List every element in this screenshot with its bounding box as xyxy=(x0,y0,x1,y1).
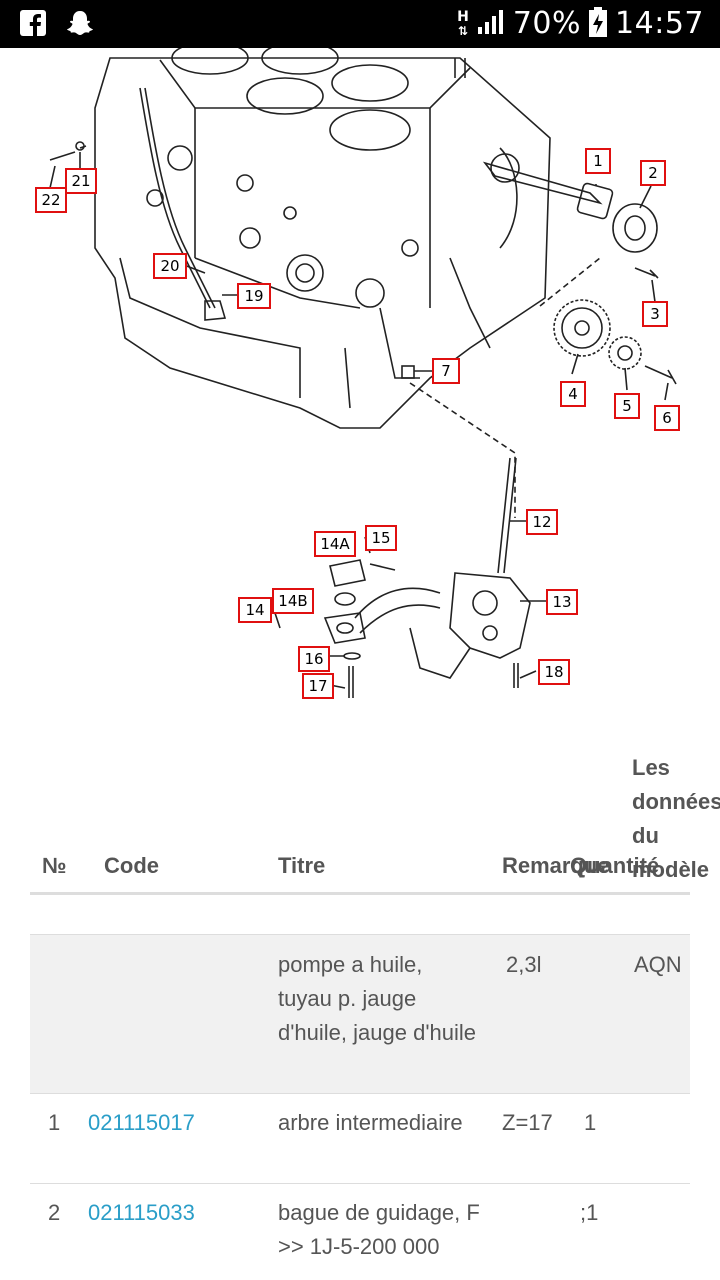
row-1-number: 1 xyxy=(48,1110,61,1135)
signal-icon xyxy=(477,9,505,39)
header-remark: Remarque xyxy=(502,853,610,878)
row-1-code-link[interactable]: 021115017 xyxy=(88,1110,195,1135)
header-divider xyxy=(30,892,690,895)
callout-3[interactable]: 3 xyxy=(642,301,668,327)
callout-16[interactable]: 16 xyxy=(298,646,330,672)
callout-14b[interactable]: 14B xyxy=(272,588,314,614)
parts-table: № Code Titre Remarque Quantité Les donné… xyxy=(0,718,720,1280)
callout-6[interactable]: 6 xyxy=(654,405,680,431)
parts-diagram[interactable]: 1 2 3 4 5 6 7 12 13 14 14A 14B 15 16 17 … xyxy=(0,48,720,718)
header-number: № xyxy=(42,853,67,878)
header-code: Code xyxy=(104,853,159,878)
battery-charging-icon xyxy=(589,6,608,41)
callout-14a[interactable]: 14A xyxy=(314,531,356,557)
row-1-quantity: 1 xyxy=(584,1110,597,1135)
battery-percent: 70% xyxy=(512,6,582,41)
row-divider xyxy=(30,1093,690,1094)
row-1-title: arbre intermediaire xyxy=(278,1110,463,1135)
row-1-remark: Z=17 xyxy=(502,1110,553,1135)
callout-12[interactable]: 12 xyxy=(526,509,558,535)
callout-7[interactable]: 7 xyxy=(432,358,460,384)
group-row-remark: 2,3l xyxy=(506,952,542,977)
status-bar: H⇅ 70% 14:57 xyxy=(0,0,720,48)
callout-19[interactable]: 19 xyxy=(237,283,271,309)
clock: 14:57 xyxy=(615,6,704,41)
network-type-label: H xyxy=(457,8,469,25)
empty-row-divider xyxy=(30,934,690,935)
callout-22[interactable]: 22 xyxy=(35,187,67,213)
callout-4[interactable]: 4 xyxy=(560,381,586,407)
row-2-code-link[interactable]: 021115033 xyxy=(88,1200,195,1225)
callout-1[interactable]: 1 xyxy=(585,148,611,174)
group-row-model: AQN xyxy=(634,952,682,977)
group-row-title: pompe a huile, tuyau p. jauge d'huile, j… xyxy=(278,952,476,1045)
group-row xyxy=(30,935,690,1093)
engine-block-drawing xyxy=(49,48,677,698)
callout-21[interactable]: 21 xyxy=(65,168,97,194)
callout-14[interactable]: 14 xyxy=(238,597,272,623)
facebook-icon xyxy=(20,10,46,41)
header-quantity: Quantité xyxy=(570,853,660,878)
callout-13[interactable]: 13 xyxy=(546,589,578,615)
callout-15[interactable]: 15 xyxy=(365,525,397,551)
header-model-data: Les données du modèle xyxy=(632,755,720,882)
mobile-data-icon: H⇅ xyxy=(457,8,469,38)
row-2-title: bague de guidage, F >> 1J-5-200 000 xyxy=(278,1200,480,1259)
row-2-quantity: ;1 xyxy=(580,1200,599,1225)
snapchat-icon xyxy=(66,10,94,41)
callout-18[interactable]: 18 xyxy=(538,659,570,685)
callout-20[interactable]: 20 xyxy=(153,253,187,279)
row-2-number: 2 xyxy=(48,1200,61,1225)
callout-5[interactable]: 5 xyxy=(614,393,640,419)
row-divider xyxy=(30,1183,690,1184)
header-title: Titre xyxy=(278,853,326,878)
callout-2[interactable]: 2 xyxy=(640,160,666,186)
callout-17[interactable]: 17 xyxy=(302,673,334,699)
